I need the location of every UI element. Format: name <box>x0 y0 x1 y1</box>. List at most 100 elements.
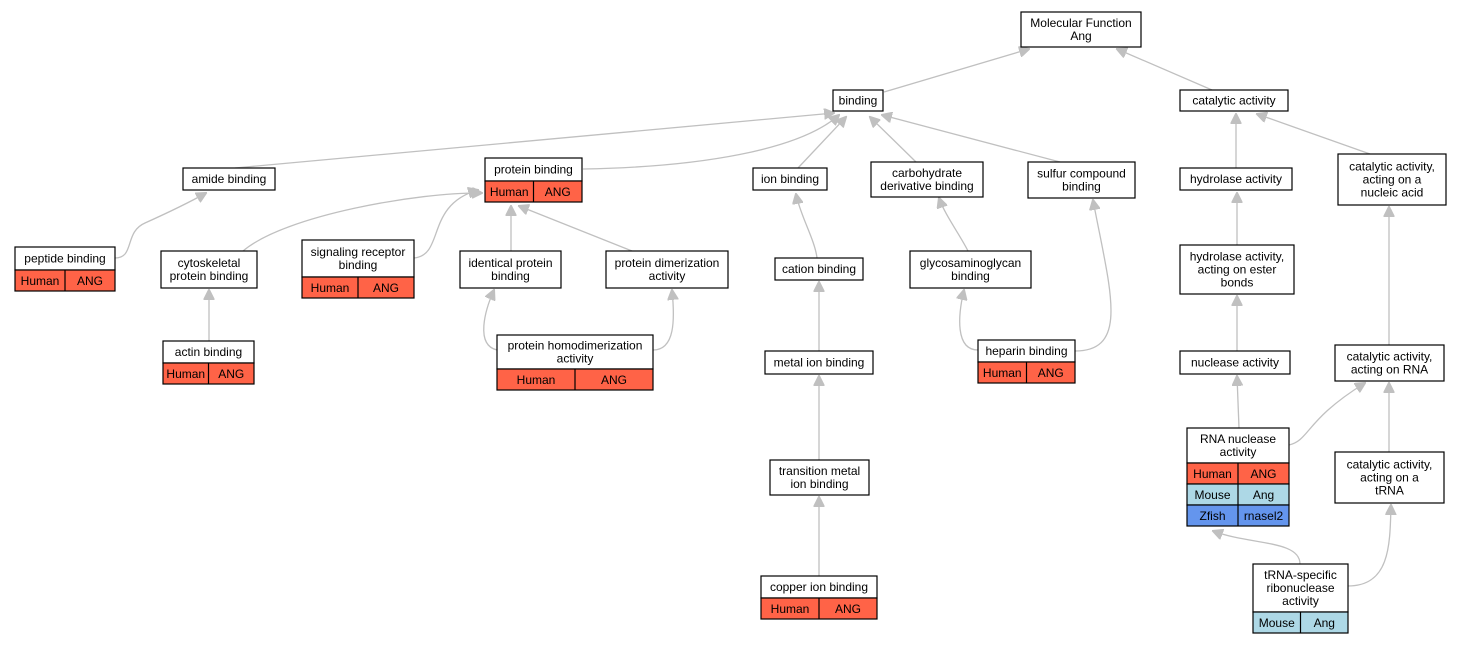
node-label: binding <box>839 94 878 108</box>
gene-label: ANG <box>545 185 571 199</box>
species-label: Human <box>21 274 60 288</box>
node-label: protein binding <box>494 163 573 177</box>
node-box <box>1027 161 1136 199</box>
node-box <box>160 250 258 289</box>
node-label: binding <box>951 269 990 283</box>
edge-protein-homodimerization-activity-to-identical-protein-binding <box>483 290 498 351</box>
node-hydrolase-activity[interactable]: hydrolase activity <box>1179 167 1293 191</box>
node-binding[interactable]: binding <box>832 89 884 112</box>
node-label: signaling receptor <box>311 245 406 259</box>
node-box <box>1334 451 1445 504</box>
node-box <box>301 239 415 278</box>
node-nuclease-activity[interactable]: nuclease activity <box>1179 350 1291 375</box>
node-label: catalytic activity <box>1192 94 1275 108</box>
node-label: Ang <box>1070 29 1091 43</box>
species-label: Human <box>771 602 810 616</box>
node-label: peptide binding <box>24 252 105 266</box>
node-label: acting on ester <box>1198 263 1277 277</box>
node-box <box>182 167 276 191</box>
node-box <box>1334 344 1445 382</box>
edges <box>114 49 1391 587</box>
species-label: Human <box>517 373 556 387</box>
edge-sulfur-compound-binding-to-binding <box>882 115 1061 163</box>
node-label: amide binding <box>192 172 267 186</box>
node-box <box>769 459 870 496</box>
species-label: Human <box>1193 467 1232 481</box>
node-amide-binding[interactable]: amide binding <box>182 167 276 191</box>
gene-label: ANG <box>373 281 399 295</box>
node-catalytic-rna[interactable]: catalytic activity,acting on RNA <box>1334 344 1445 382</box>
node-label: actin binding <box>175 345 242 359</box>
node-label: tRNA-specific <box>1264 568 1337 582</box>
node-label: ion binding <box>761 172 819 186</box>
gene-label: ANG <box>1038 366 1064 380</box>
gene-label: rnasel2 <box>1244 509 1284 523</box>
node-box <box>1186 427 1290 464</box>
node-cation-binding[interactable]: cation binding <box>774 257 864 281</box>
node-label: acting on RNA <box>1351 363 1428 377</box>
node-label: tRNA <box>1375 484 1404 498</box>
gene-label: Ang <box>1253 488 1274 502</box>
node-box <box>752 167 828 191</box>
node-label: hydrolase activity <box>1190 172 1282 186</box>
edge-trna-specific-ribonuclease-activity-to-rna-nuclease-activity <box>1213 531 1301 565</box>
node-box <box>774 257 864 281</box>
node-box <box>1020 11 1142 48</box>
node-ion-binding[interactable]: ion binding <box>752 167 828 191</box>
edge-cytoskeletal-protein-binding-to-protein-binding <box>242 193 482 252</box>
gene-label: ANG <box>835 602 861 616</box>
node-label: nuclease activity <box>1191 356 1279 370</box>
node-label: identical protein <box>468 256 552 270</box>
node-box <box>1179 167 1293 191</box>
edge-glycosaminoglycan-binding-to-carbohydrate-derivative-binding <box>939 198 969 252</box>
gene-label: ANG <box>1250 467 1276 481</box>
edge-protein-homodimerization-activity-to-protein-dimerization-activity <box>652 290 673 351</box>
node-box <box>1179 244 1295 295</box>
node-box <box>1179 350 1291 375</box>
node-catalytic-activity[interactable]: catalytic activity <box>1179 89 1289 112</box>
node-metal-ion-binding[interactable]: metal ion binding <box>764 350 874 375</box>
node-label: catalytic activity, <box>1347 350 1433 364</box>
node-box <box>459 250 562 289</box>
edge-carbohydrate-derivative-binding-to-binding <box>870 117 917 163</box>
edge-rna-nuclease-activity-to-nuclease-activity <box>1237 376 1239 429</box>
edge-heparin-binding-to-glycosaminoglycan-binding <box>960 290 979 351</box>
edge-binding-to-molecular-function <box>883 49 1029 93</box>
species-label: Human <box>166 367 205 381</box>
edge-rna-nuclease-activity-to-catalytic-rna <box>1288 383 1365 446</box>
species-label: Human <box>490 185 529 199</box>
node-label: activity <box>649 269 686 283</box>
node-label: binding <box>1062 180 1101 194</box>
node-label: activity <box>557 352 594 366</box>
species-label: Zfish <box>1199 509 1225 523</box>
edge-cation-binding-to-ion-binding <box>796 194 818 259</box>
edge-catalytic-nucleic-acid-to-catalytic-activity <box>1257 114 1371 155</box>
node-label: activity <box>1220 445 1257 459</box>
node-label: hydrolase activity, <box>1190 250 1284 264</box>
node-label: binding <box>339 258 378 272</box>
